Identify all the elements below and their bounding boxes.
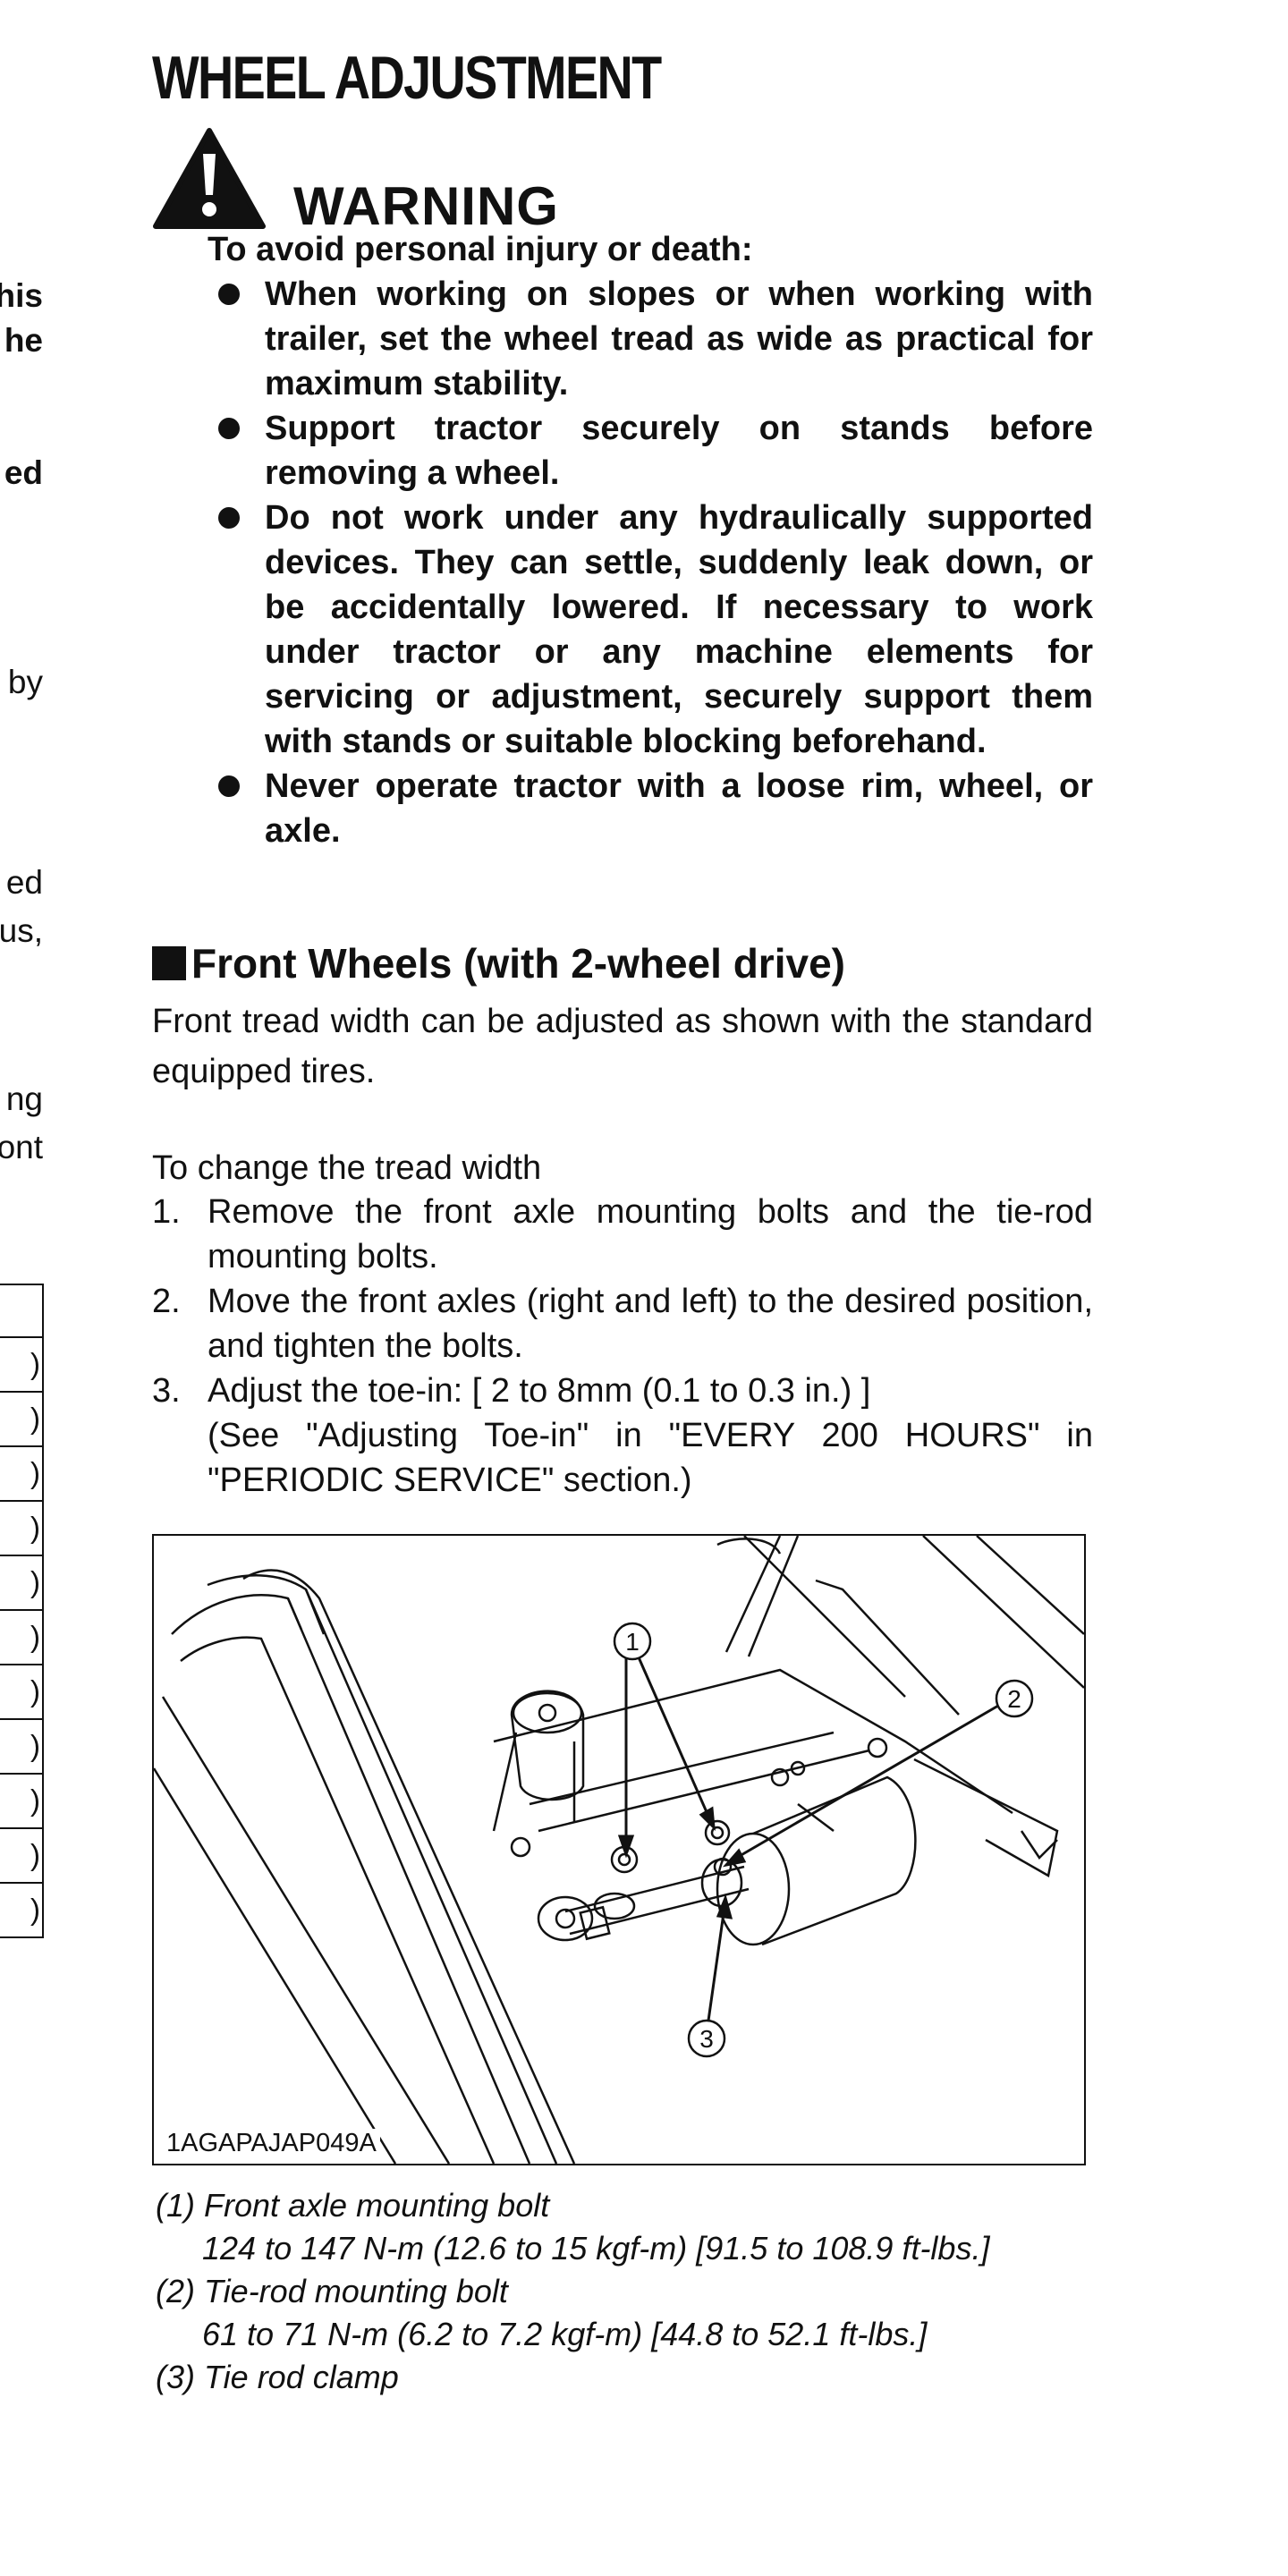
warning-list: When working on slopes or when working w…: [208, 272, 1093, 853]
warning-heading: WARNING: [293, 176, 559, 236]
table-cell: ): [0, 1720, 44, 1775]
step-item: 3.Adjust the toe-in: [ 2 to 8mm (0.1 to …: [152, 1372, 1093, 1499]
callout-3-label: 3: [699, 2025, 714, 2053]
table-cell: ): [0, 1665, 44, 1720]
caption-spec: 124 to 147 N-m (12.6 to 15 kgf-m) [91.5 …: [202, 2230, 990, 2267]
warning-item: Never operate tractor with a loose rim, …: [208, 764, 1093, 853]
figure-code: 1AGAPAJAP049A: [163, 2129, 380, 2158]
axle-drawing: 1 2 3: [154, 1536, 1084, 2164]
callout-2-label: 2: [1007, 1685, 1021, 1713]
table-cell: ): [0, 1393, 44, 1447]
steps-intro: To change the tread width: [152, 1149, 542, 1187]
warning-item: When working on slopes or when working w…: [208, 272, 1093, 406]
section-heading: Front Wheels (with 2-wheel drive): [152, 939, 845, 987]
table-cell: ): [0, 1556, 44, 1611]
bullet-icon: [218, 775, 240, 797]
step-item: 1.Remove the front axle mounting bolts a…: [152, 1193, 1093, 1275]
bullet-icon: [218, 418, 240, 439]
table-cell: ): [0, 1338, 44, 1393]
caption-label: (1) Front axle mounting bolt: [156, 2187, 550, 2224]
table-cell: ): [0, 1884, 44, 1938]
caption-label: (2) Tie-rod mounting bolt: [156, 2273, 508, 2309]
figure-captions: (1) Front axle mounting bolt 124 to 147 …: [156, 2184, 1104, 2399]
table-cell: ): [0, 1611, 44, 1665]
callout-1-label: 1: [625, 1628, 640, 1656]
table-cell: ): [0, 1502, 44, 1556]
warning-item: Support tractor securely on stands befor…: [208, 406, 1093, 496]
left-fragment: us,: [0, 912, 43, 949]
bullet-icon: [218, 507, 240, 529]
left-fragment: by: [7, 664, 43, 700]
left-fragment: ed: [4, 454, 43, 491]
left-fragment: his: [0, 277, 43, 314]
steps-list: 1.Remove the front axle mounting bolts a…: [152, 1190, 1093, 1503]
caption-spec: 61 to 71 N-m (6.2 to 7.2 kgf-m) [44.8 to…: [202, 2316, 928, 2352]
left-fragment: ng: [5, 1080, 43, 1117]
table-cell: [0, 1284, 44, 1338]
square-bullet-icon: [152, 946, 186, 980]
warning-triangle-icon: [153, 128, 266, 229]
warning-item: Do not work under any hydraulically supp…: [208, 496, 1093, 764]
page-title: WHEEL ADJUSTMENT: [152, 44, 662, 112]
left-fragment: he: [4, 322, 43, 359]
section-intro: Front tread width can be adjusted as sho…: [152, 1003, 1093, 1090]
caption-label: (3) Tie rod clamp: [156, 2359, 399, 2395]
warning-intro: To avoid personal injury or death:: [208, 231, 753, 268]
table-cell: ): [0, 1775, 44, 1829]
axle-illustration: 1 2 3 1AGAPAJAP049A: [152, 1534, 1086, 2165]
left-fragment: ont: [0, 1129, 43, 1165]
bullet-icon: [218, 284, 240, 305]
table-cell: ): [0, 1447, 44, 1502]
left-fragment: ed: [5, 864, 43, 901]
table-cell: ): [0, 1829, 44, 1884]
left-table-fragment: ) ) ) ) ) ) ) ) ) ) ): [0, 1284, 44, 1938]
step-item: 2.Move the front axles (right and left) …: [152, 1283, 1093, 1365]
